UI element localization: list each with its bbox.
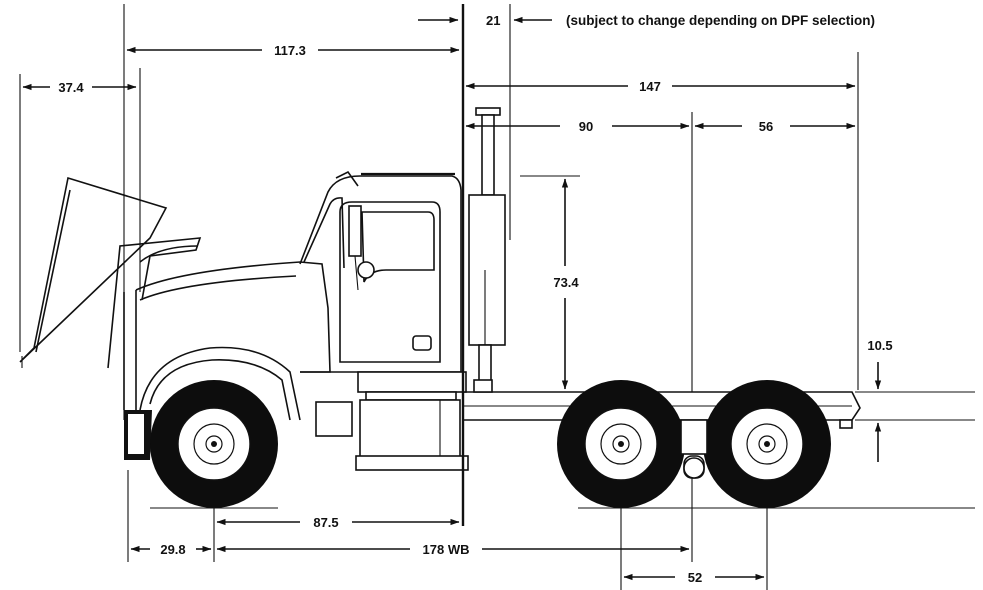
tandem-suspension (680, 419, 708, 479)
dim-exhaust-offset: 21 (486, 13, 500, 28)
dpf-note: (subject to change depending on DPF sele… (566, 13, 875, 28)
dimension-labels: 21 (subject to change depending on DPF s… (58, 13, 892, 585)
rear-wheel-rearward (703, 380, 831, 508)
dim-tandem-spread: 52 (688, 570, 702, 585)
dim-back-of-cab-to-end-of-frame: 147 (639, 79, 661, 94)
dimension-lines (19, 4, 975, 590)
dim-bumper-to-front-axle: 29.8 (160, 542, 185, 557)
rear-wheel-forward (557, 380, 685, 508)
dim-frame-height: 10.5 (867, 338, 892, 353)
dim-wheelbase: 178 WB (423, 542, 470, 557)
dim-front-axle-to-back-of-cab: 87.5 (313, 515, 338, 530)
dim-tandem-to-end-of-frame: 56 (759, 119, 773, 134)
hood-and-fender (19, 176, 331, 460)
dim-back-of-cab-to-tandem: 90 (579, 119, 593, 134)
dim-cab-height: 73.4 (553, 275, 579, 290)
dim-bumper-to-back-of-cab: 117.3 (274, 43, 306, 58)
dim-hood-open-reach: 37.4 (58, 80, 84, 95)
truck-illustration (19, 107, 975, 509)
front-wheel (150, 380, 278, 508)
exhaust-stack (468, 107, 506, 393)
cab (299, 170, 469, 471)
